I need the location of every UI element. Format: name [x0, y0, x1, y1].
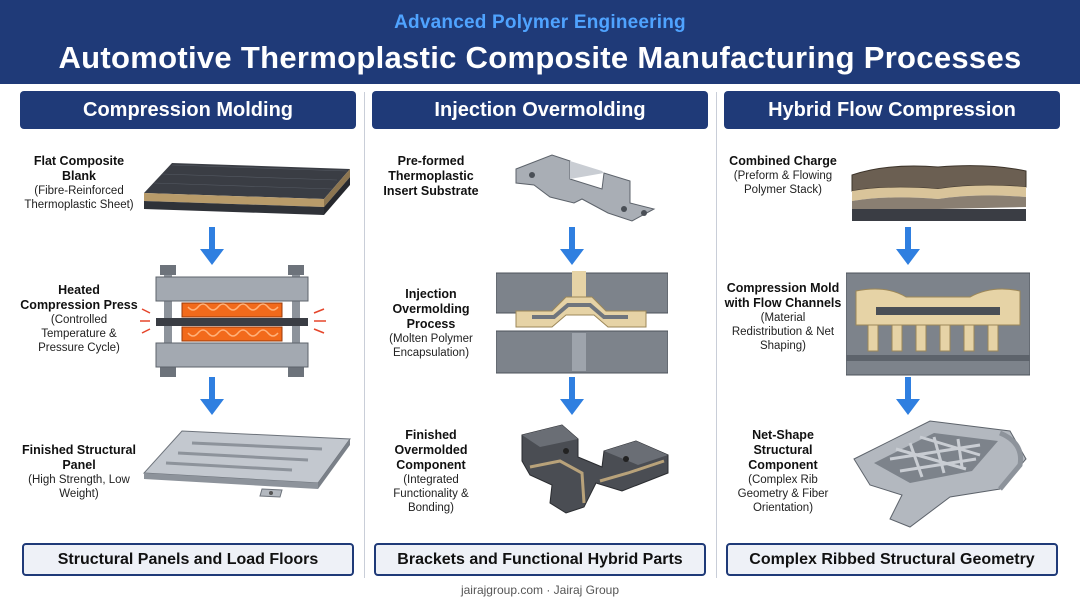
step-label-flow-mold: Compression Mold with Flow Channels (Mat…	[724, 281, 842, 353]
step-name: Finished Overmolded Component	[394, 428, 468, 472]
composite-sheet-icon	[144, 163, 350, 215]
step-name: Injection Overmolding Process	[392, 287, 470, 331]
step-note: (Preform & Flowing Polymer Stack)	[733, 170, 833, 196]
step-note: (Molten Polymer Encapsulation)	[389, 333, 473, 359]
down-arrow-icon	[560, 227, 584, 265]
step-label-overmolded: Finished Overmolded Component (Integrate…	[372, 428, 490, 515]
down-arrow-icon	[896, 377, 920, 415]
flow-mold-icon	[846, 272, 1030, 376]
step-note: (Integrated Functionality & Bonding)	[393, 474, 469, 514]
step-name: Flat Composite Blank	[33, 154, 125, 183]
column-hybrid-flow-compression: Hybrid Flow Compression Combined Charge …	[724, 91, 1060, 579]
step-name: Compression Mold with Flow Channels	[724, 281, 842, 310]
step-label-insert: Pre-formed Thermoplastic Insert Substrat…	[372, 154, 490, 199]
down-arrow-icon	[200, 377, 224, 415]
step-note: (Fibre-Reinforced Thermoplastic Sheet)	[24, 185, 134, 211]
application-box: Brackets and Functional Hybrid Parts	[374, 543, 706, 576]
overmold-tool-icon	[496, 271, 668, 374]
column-title: Injection Overmolding	[372, 91, 708, 129]
column-compression-molding: Compression Molding Flat Composite Blank…	[20, 91, 356, 579]
down-arrow-icon	[200, 227, 224, 265]
footer-credit: jairajgroup.com · Jairaj Group	[460, 583, 620, 597]
step-label-panel: Finished Structural Panel (High Strength…	[20, 443, 138, 501]
step-label-injection: Injection Overmolding Process (Molten Po…	[372, 287, 490, 360]
step-name: Pre-formed Thermoplastic Insert Substrat…	[383, 154, 479, 198]
page-subtitle: Advanced Polymer Engineering	[394, 12, 686, 33]
down-arrow-icon	[896, 227, 920, 265]
step-note: (Material Redistribution & Net Shaping)	[731, 312, 835, 352]
ribbed-component-icon	[853, 420, 1027, 528]
overmolded-part-icon	[521, 424, 669, 514]
down-arrow-icon	[560, 377, 584, 415]
column-divider	[364, 92, 365, 578]
application-box: Structural Panels and Load Floors	[22, 543, 354, 576]
step-name: Net-Shape Structural Component	[748, 428, 818, 472]
step-label-flat-blank: Flat Composite Blank (Fibre-Reinforced T…	[20, 154, 138, 212]
step-label-press: Heated Compression Press (Controlled Tem…	[20, 283, 138, 355]
step-label-net-shape: Net-Shape Structural Component (Complex …	[724, 428, 842, 515]
column-divider	[716, 92, 717, 578]
page-title: Automotive Thermoplastic Composite Manuf…	[58, 40, 1022, 75]
column-injection-overmolding: Injection Overmolding Pre-formed Thermop…	[372, 91, 708, 579]
page-header: Advanced Polymer Engineering Automotive …	[0, 0, 1080, 84]
step-name: Heated Compression Press	[20, 283, 138, 312]
step-name: Combined Charge	[729, 154, 837, 168]
structural-panel-icon	[142, 430, 351, 498]
column-title: Compression Molding	[20, 91, 356, 129]
step-name: Finished Structural Panel	[22, 443, 136, 472]
application-box: Complex Ribbed Structural Geometry	[726, 543, 1058, 576]
step-note: (Controlled Temperature & Pressure Cycle…	[38, 314, 120, 354]
step-note: (High Strength, Low Weight)	[28, 474, 130, 500]
column-title: Hybrid Flow Compression	[724, 91, 1060, 129]
step-note: (Complex Rib Geometry & Fiber Orientatio…	[737, 474, 829, 514]
charge-stack-icon	[851, 165, 1027, 221]
step-label-charge: Combined Charge (Preform & Flowing Polym…	[724, 154, 842, 197]
compression-press-icon	[140, 265, 326, 377]
insert-bracket-icon	[515, 154, 656, 222]
